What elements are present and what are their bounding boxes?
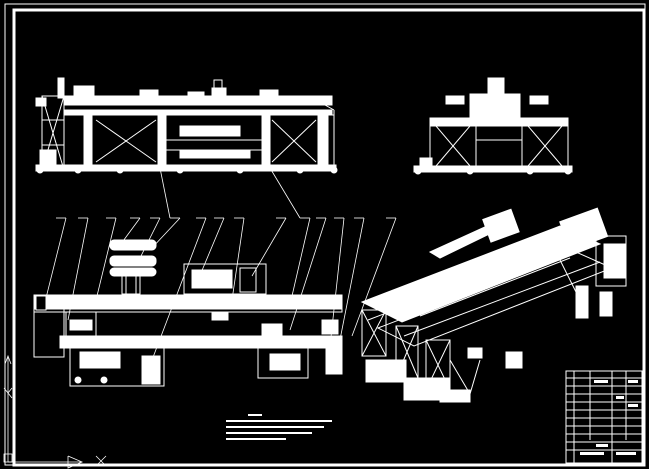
technical-notes-block — [226, 414, 332, 440]
side-elevation-view — [413, 77, 573, 175]
front-elevation-view — [35, 77, 338, 174]
title-block — [565, 370, 643, 464]
plan-view — [33, 239, 343, 387]
part-callout-leaders — [45, 167, 397, 361]
ucs-axis-icon — [3, 354, 107, 469]
drawing-frame — [12, 8, 646, 467]
isometric-view — [360, 207, 627, 403]
